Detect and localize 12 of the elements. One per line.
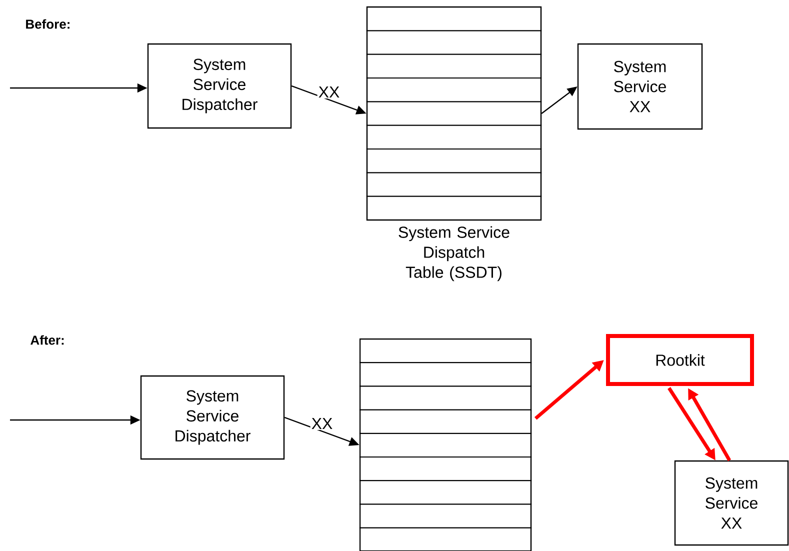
edge-label: XX	[312, 418, 332, 430]
rootkit-box: Rootkit	[606, 334, 754, 386]
section-label: Before:	[26, 19, 70, 29]
table-drawing	[366, 6, 542, 221]
edge-label: XX	[318, 86, 340, 98]
process-box: System Service Dispatcher	[140, 375, 285, 460]
table-drawing	[359, 338, 532, 551]
process-box: System Service XX	[674, 460, 789, 546]
section-label: After:	[30, 335, 64, 345]
table-caption: System Service Dispatch Table (SSDT)	[398, 226, 510, 282]
process-box: System Service Dispatcher	[147, 43, 292, 129]
process-box: System Service XX	[577, 43, 703, 130]
